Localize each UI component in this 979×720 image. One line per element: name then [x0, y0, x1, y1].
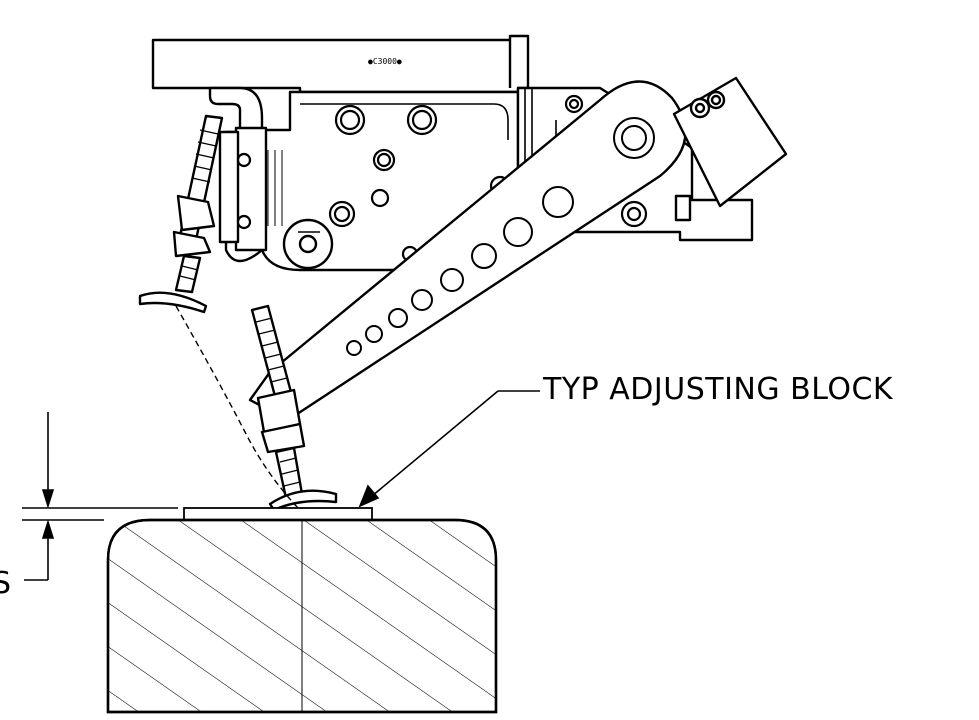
- clamp-assembly: ●C3000●: [138, 34, 788, 512]
- side-plate: [234, 126, 268, 252]
- side-plate-engraving: [267, 150, 283, 226]
- callout-leader: [358, 390, 540, 508]
- top-plate-engraving: ●C3000●: [368, 57, 402, 66]
- adjusting-block: [183, 507, 373, 521]
- callout-dimension-label: S: [0, 566, 12, 601]
- pad-raised: [138, 291, 208, 314]
- left-arm: [208, 86, 264, 132]
- spindle-raised: [138, 114, 224, 314]
- swing-path-arc: [175, 305, 299, 509]
- spindle-raised-threads: [179, 129, 219, 281]
- top-mounting-plate: [151, 34, 530, 94]
- pad-lowered: [268, 489, 338, 512]
- housing-bolts: [236, 94, 648, 263]
- pivot-cam: [282, 218, 334, 270]
- dimension-clearance: [22, 412, 178, 581]
- spindle-lowered-threads: [255, 317, 301, 487]
- workpiece: [106, 507, 498, 714]
- spindle-lowered: [250, 304, 338, 512]
- lever-arm-holes: [346, 117, 655, 356]
- lever-arm: [248, 80, 687, 422]
- callout-typ-adjusting-block: TYP ADJUSTING BLOCK: [543, 372, 894, 407]
